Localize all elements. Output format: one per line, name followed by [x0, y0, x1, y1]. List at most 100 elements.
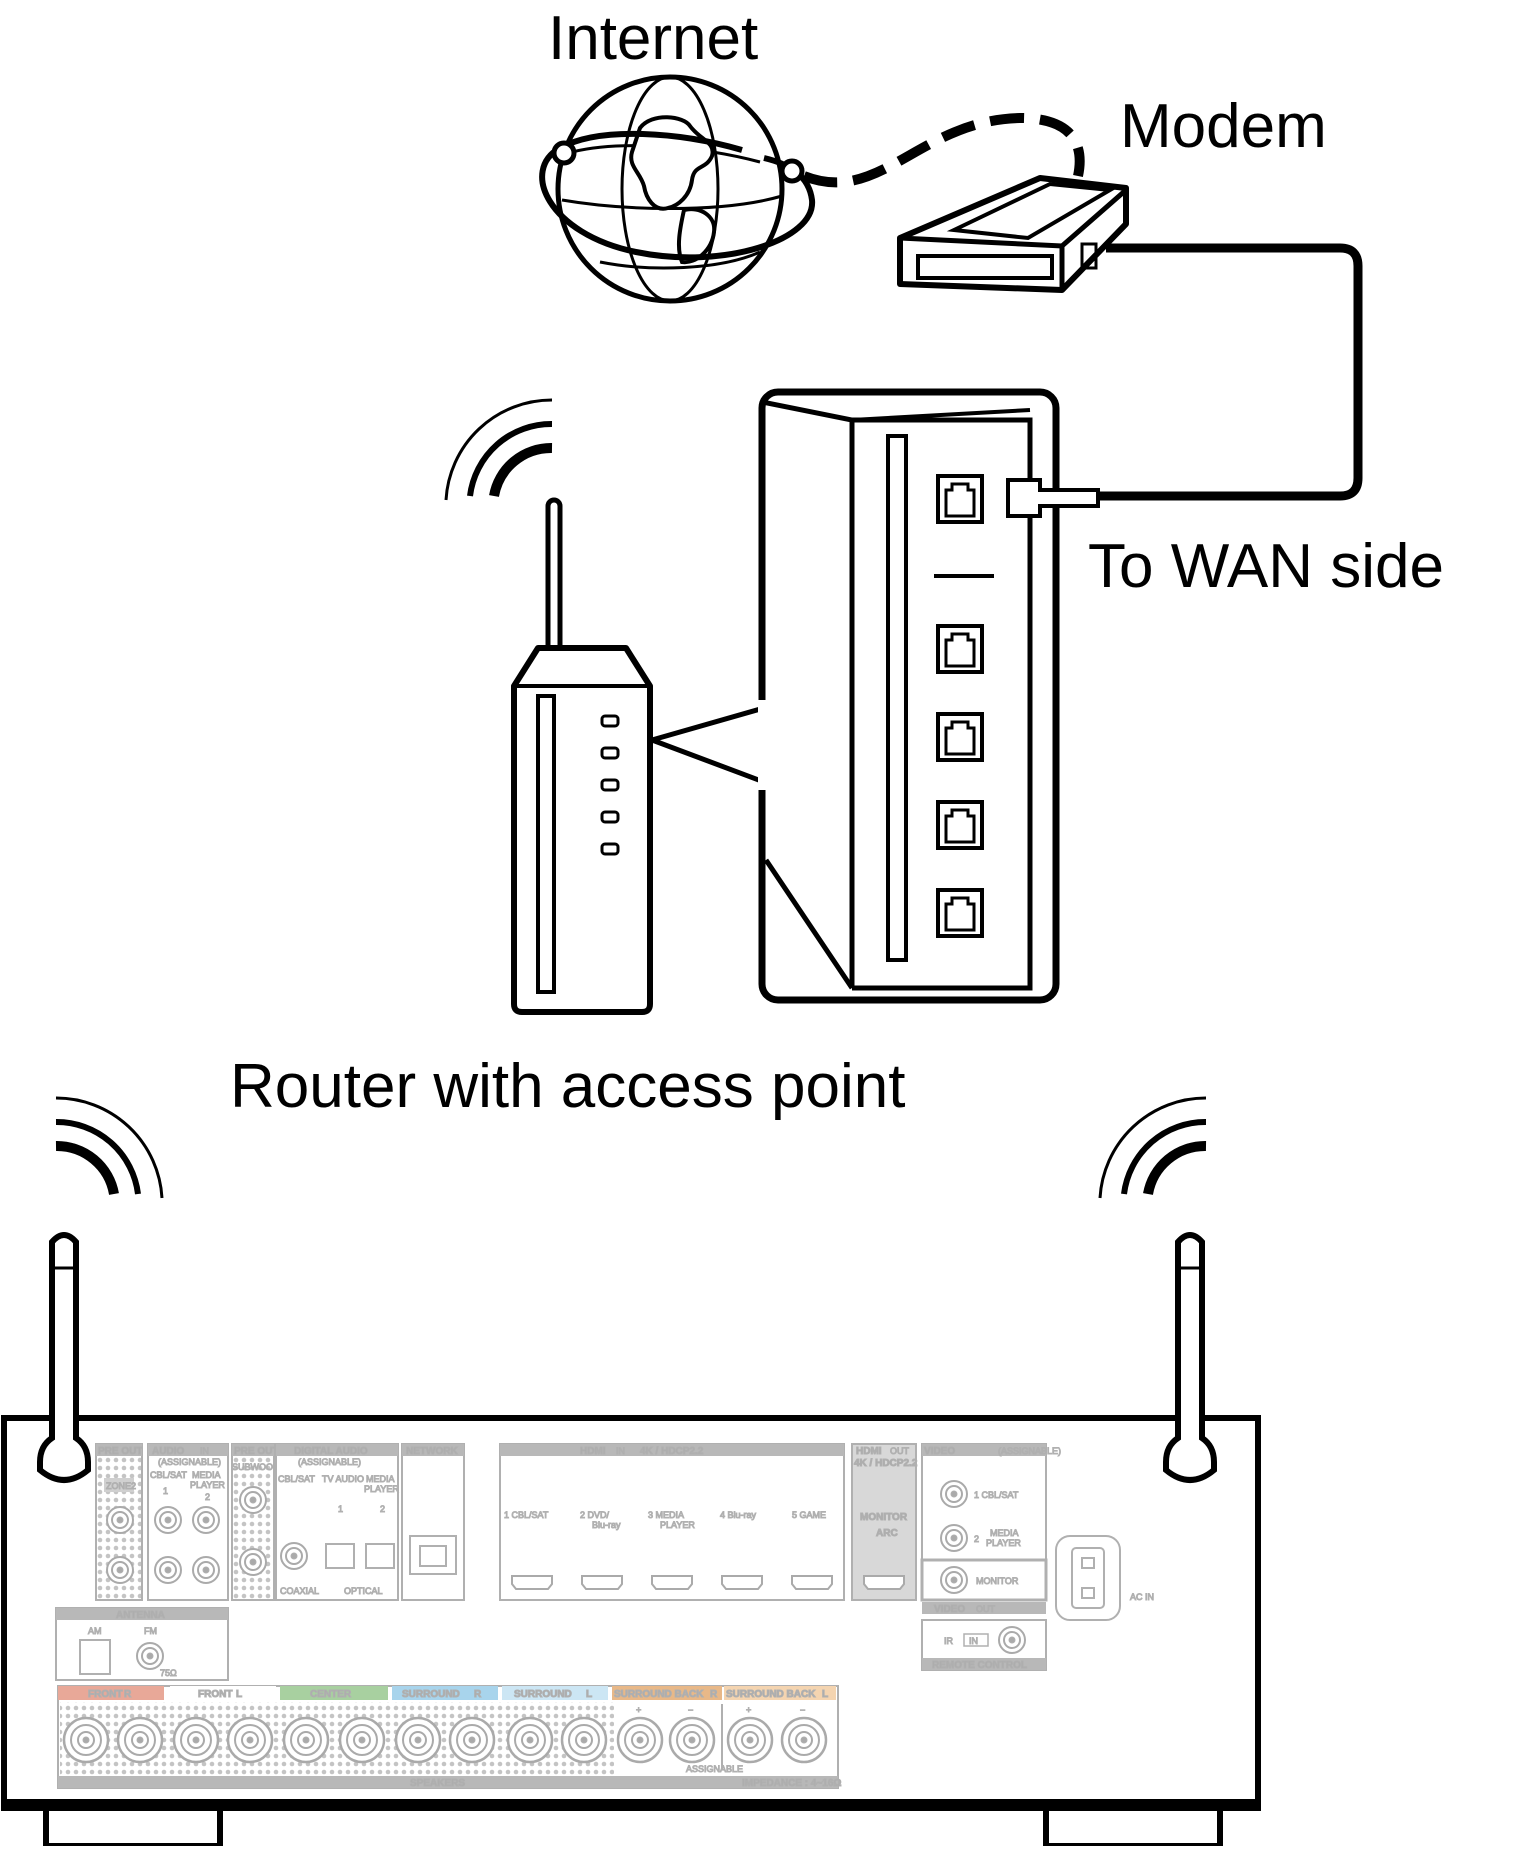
digital-cbl-sat: CBL/SAT: [278, 1474, 315, 1484]
hdmi-monitor-label: MONITOR: [860, 1512, 908, 1523]
receiver-rear-panel: PRE OUT ZONE2 AUDIO IN (ASSIGNABLE) CBL/…: [55, 1443, 1155, 1790]
video-out-label: VIDEO: [934, 1604, 965, 1615]
front-r-label: FRONT: [88, 1689, 122, 1700]
audio-assignable: (ASSIGNABLE): [158, 1457, 221, 1467]
digital-num-2: 2: [380, 1504, 385, 1514]
speakers-label: SPEAKERS: [410, 1778, 465, 1789]
video-out-badge: OUT: [976, 1604, 996, 1614]
sb-r-plus: +: [636, 1705, 641, 1715]
digital-assignable: (ASSIGNABLE): [298, 1457, 361, 1467]
surround-l-badge: L: [586, 1689, 592, 1700]
am-label: AM: [88, 1626, 102, 1636]
video-monitor-label: MONITOR: [976, 1576, 1019, 1586]
surround-r-label: SURROUND: [402, 1689, 460, 1700]
router-port-panel: [758, 388, 1100, 1004]
internet-label: Internet: [548, 4, 759, 73]
surround-l-label: SURROUND: [514, 1689, 572, 1700]
surround-r-badge: R: [474, 1689, 482, 1700]
modem-label: Modem: [1120, 92, 1327, 161]
wifi-signal-icon: [1098, 1096, 1207, 1199]
front-l-label: FRONT: [198, 1689, 232, 1700]
digital-audio-label: DIGITAL AUDIO: [294, 1446, 368, 1457]
surround-back-l-label: SURROUND BACK: [726, 1689, 816, 1700]
video-assignable: (ASSIGNABLE): [998, 1446, 1061, 1456]
internet-dashed-link: [802, 112, 1085, 188]
surround-back-r-label: SURROUND BACK: [614, 1689, 704, 1700]
sb-r-minus: −: [688, 1705, 693, 1715]
audio-player: PLAYER: [190, 1480, 225, 1490]
hdmi-in-spec: 4K / HDCP2.2: [640, 1446, 704, 1457]
audio-cbl-sat: CBL/SAT: [150, 1470, 187, 1480]
surround-back-r-badge: R: [710, 1689, 718, 1700]
remote-control-label: REMOTE CONTROL: [932, 1660, 1027, 1671]
hdmi-in-label: HDMI: [580, 1446, 606, 1457]
digital-tv-audio: TV AUDIO: [322, 1474, 364, 1484]
video-in-label: VIDEO: [924, 1446, 955, 1457]
optical-label: OPTICAL: [344, 1586, 383, 1596]
surround-back-l-badge: L: [822, 1689, 828, 1700]
digital-num-1: 1: [338, 1504, 343, 1514]
hdmi-out-label: HDMI: [856, 1446, 882, 1457]
hdmi-in-4: 4 Blu-ray: [720, 1510, 757, 1520]
sb-l-plus: +: [746, 1705, 751, 1715]
lan-port-4: [936, 888, 984, 938]
audio-num-1: 1: [163, 1486, 168, 1496]
hdmi-out-badge: OUT: [890, 1446, 910, 1456]
hdmi-in-3b: PLAYER: [660, 1520, 695, 1530]
center-label: CENTER: [310, 1689, 352, 1700]
coaxial-label: COAXIAL: [280, 1586, 319, 1596]
wan-port: [936, 474, 984, 524]
video-media: MEDIA: [990, 1528, 1019, 1538]
callout-pointer: [649, 705, 767, 785]
digital-media: MEDIA: [366, 1474, 395, 1484]
ir-label: IR: [944, 1636, 954, 1646]
assignable-bottom: ASSIGNABLE: [686, 1764, 743, 1774]
hdmi-in-badge: IN: [616, 1446, 625, 1456]
wifi-signal-icon: [55, 1096, 164, 1199]
preout-sub-label: PRE OUT: [234, 1446, 278, 1457]
video-player: PLAYER: [986, 1538, 1021, 1548]
zone2-label: ZONE2: [106, 1481, 136, 1491]
av-receiver: PRE OUT ZONE2 AUDIO IN (ASSIGNABLE) CBL/…: [1, 1096, 1261, 1849]
left-antenna: [37, 1232, 91, 1483]
modem-device: [897, 175, 1129, 293]
globe-icon: [539, 74, 816, 304]
network-label: NETWORK: [406, 1446, 458, 1457]
audio-in-badge: IN: [200, 1446, 209, 1456]
preout-zone2-label: PRE OUT: [98, 1446, 142, 1457]
wifi-signal-icon: [444, 398, 553, 501]
digital-player: PLAYER: [364, 1484, 399, 1494]
wan-side-label: To WAN side: [1088, 532, 1445, 601]
ac-in-label: AC IN: [1130, 1592, 1154, 1602]
subwoofer-label: SUBWOOFER: [232, 1462, 292, 1472]
hdmi-in-5: 5 GAME: [792, 1510, 826, 1520]
hdmi-in-2b: Blu-ray: [592, 1520, 621, 1530]
front-r-badge: R: [124, 1689, 132, 1700]
hdmi-in-3a: 3 MEDIA: [648, 1510, 684, 1520]
router-label: Router with access point: [230, 1052, 906, 1121]
lan-port-1: [936, 624, 984, 674]
fm-label: FM: [144, 1626, 157, 1636]
video-num-2: 2: [974, 1534, 979, 1544]
lan-port-2: [936, 712, 984, 762]
video-in-1: 1 CBL/SAT: [974, 1490, 1019, 1500]
sb-l-minus: −: [800, 1705, 805, 1715]
antenna-label: ANTENNA: [116, 1610, 165, 1621]
right-antenna: [1163, 1232, 1217, 1483]
ohm-label: 75Ω: [160, 1668, 177, 1678]
lan-port-3: [936, 800, 984, 850]
hdmi-out-spec: 4K / HDCP2.2: [854, 1458, 918, 1469]
wan-cable: [1100, 243, 1363, 501]
hdmi-in-1: 1 CBL/SAT: [504, 1510, 549, 1520]
audio-num-2: 2: [205, 1492, 210, 1502]
front-l-badge: L: [236, 1689, 242, 1700]
impedance-label: IMPEDANCE : 4~16Ω: [742, 1778, 841, 1789]
router-device: [511, 497, 653, 1015]
ir-in-badge: IN: [969, 1636, 978, 1646]
audio-in-label: AUDIO: [152, 1446, 184, 1457]
hdmi-in-2a: 2 DVD/: [580, 1510, 610, 1520]
arc-label: ARC: [876, 1528, 898, 1539]
audio-media: MEDIA: [192, 1470, 221, 1480]
